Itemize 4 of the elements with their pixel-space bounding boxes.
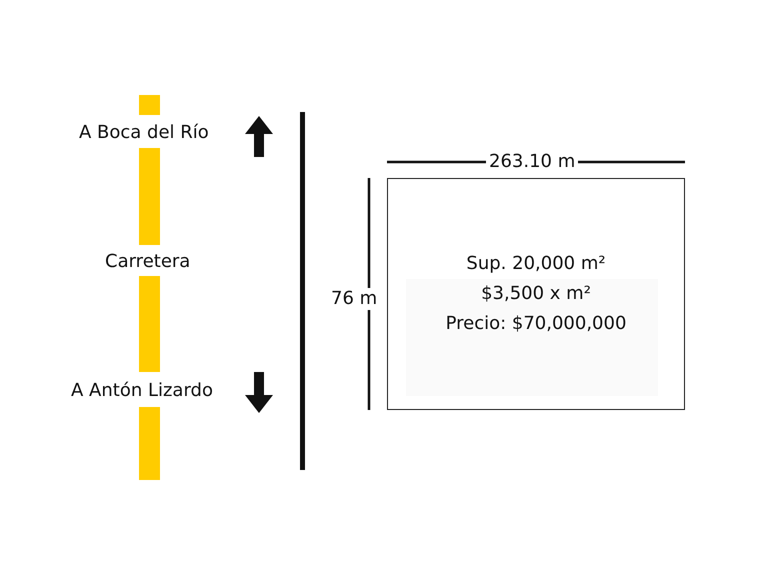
price-text: Precio: $70,000,000 (446, 313, 626, 335)
lot-outline (387, 178, 685, 410)
price-text: $3,500 x m² (481, 283, 591, 305)
area-text: Sup. 20,000 m² (466, 253, 606, 275)
